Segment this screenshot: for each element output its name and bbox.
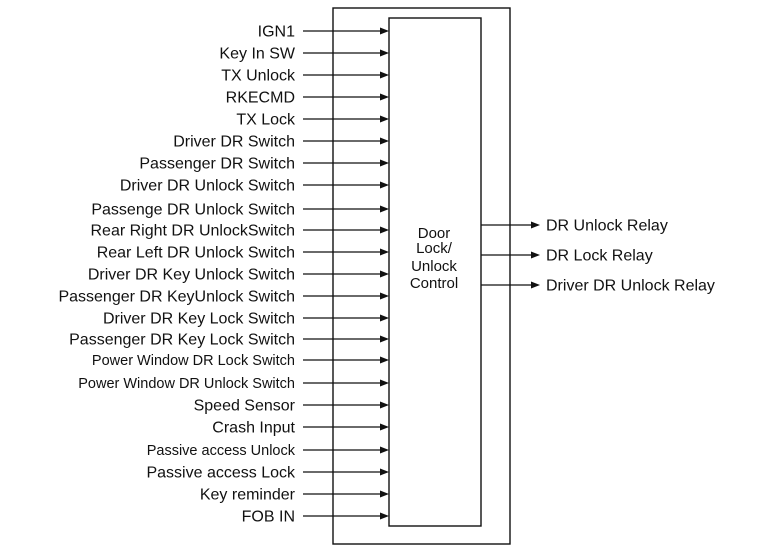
output-label: Driver DR Unlock Relay [546,278,715,295]
input-label: IGN1 [258,24,295,41]
input-18: Speed Sensor [194,398,389,415]
input-19: Crash Input [212,420,389,437]
input-11: Rear Left DR Unlock Switch [97,245,389,262]
input-label: Passenger DR KeyUnlock Switch [58,289,295,306]
input-label: Speed Sensor [194,398,296,415]
output-2: DR Lock Relay [481,248,653,265]
output-label: DR Unlock Relay [546,218,668,235]
control-label-line-3: Unlock [411,258,457,275]
input-label: Driver DR Unlock Switch [120,178,295,195]
input-label: Rear Left DR Unlock Switch [97,245,295,262]
control-label-line-4: Control [410,275,458,292]
input-15: Passenger DR Key Lock Switch [69,332,389,349]
input-3: TX Unlock [221,68,389,85]
outer-frame [332,7,511,545]
input-label: Driver DR Key Unlock Switch [88,267,295,284]
input-16: Power Window DR Lock Switch [92,353,389,369]
input-label: Rear Right DR UnlockSwitch [90,223,295,240]
input-label: TX Lock [236,112,296,129]
control-label-line-1: Door [418,225,451,242]
input-23: FOB IN [242,509,389,526]
input-label: Driver DR Key Lock Switch [103,311,295,328]
input-2: Key In SW [219,46,389,63]
input-5: TX Lock [236,112,389,129]
input-9: Passenge DR Unlock Switch [91,202,389,219]
input-21: Passive access Lock [146,465,389,482]
output-1: DR Unlock Relay [481,218,668,235]
input-label: TX Unlock [221,68,296,85]
input-label: RKECMD [226,90,295,107]
input-label: Passenger DR Switch [139,156,295,173]
output-label: DR Lock Relay [546,248,653,265]
input-label: Power Window DR Lock Switch [92,353,295,369]
control-label-line-2: Lock/ [416,240,453,257]
input-22: Key reminder [200,487,389,504]
input-12: Driver DR Key Unlock Switch [88,267,389,284]
output-3: Driver DR Unlock Relay [481,278,715,295]
input-7: Passenger DR Switch [139,156,389,173]
input-label: Driver DR Switch [173,134,295,151]
input-label: Passive access Unlock [147,443,296,459]
control-box [388,17,482,527]
input-label: FOB IN [242,509,295,526]
input-17: Power Window DR Unlock Switch [78,376,389,392]
input-10: Rear Right DR UnlockSwitch [90,223,389,240]
input-1: IGN1 [258,24,389,41]
input-label: Power Window DR Unlock Switch [78,376,295,392]
input-label: Crash Input [212,420,295,437]
input-13: Passenger DR KeyUnlock Switch [58,289,389,306]
input-20: Passive access Unlock [147,443,389,459]
input-label: Passenger DR Key Lock Switch [69,332,295,349]
input-6: Driver DR Switch [173,134,389,151]
input-label: Key In SW [219,46,295,63]
input-14: Driver DR Key Lock Switch [103,311,389,328]
input-8: Driver DR Unlock Switch [120,178,389,195]
input-label: Key reminder [200,487,296,504]
input-label: Passenge DR Unlock Switch [91,202,295,219]
input-4: RKECMD [226,90,389,107]
input-label: Passive access Lock [146,465,296,482]
